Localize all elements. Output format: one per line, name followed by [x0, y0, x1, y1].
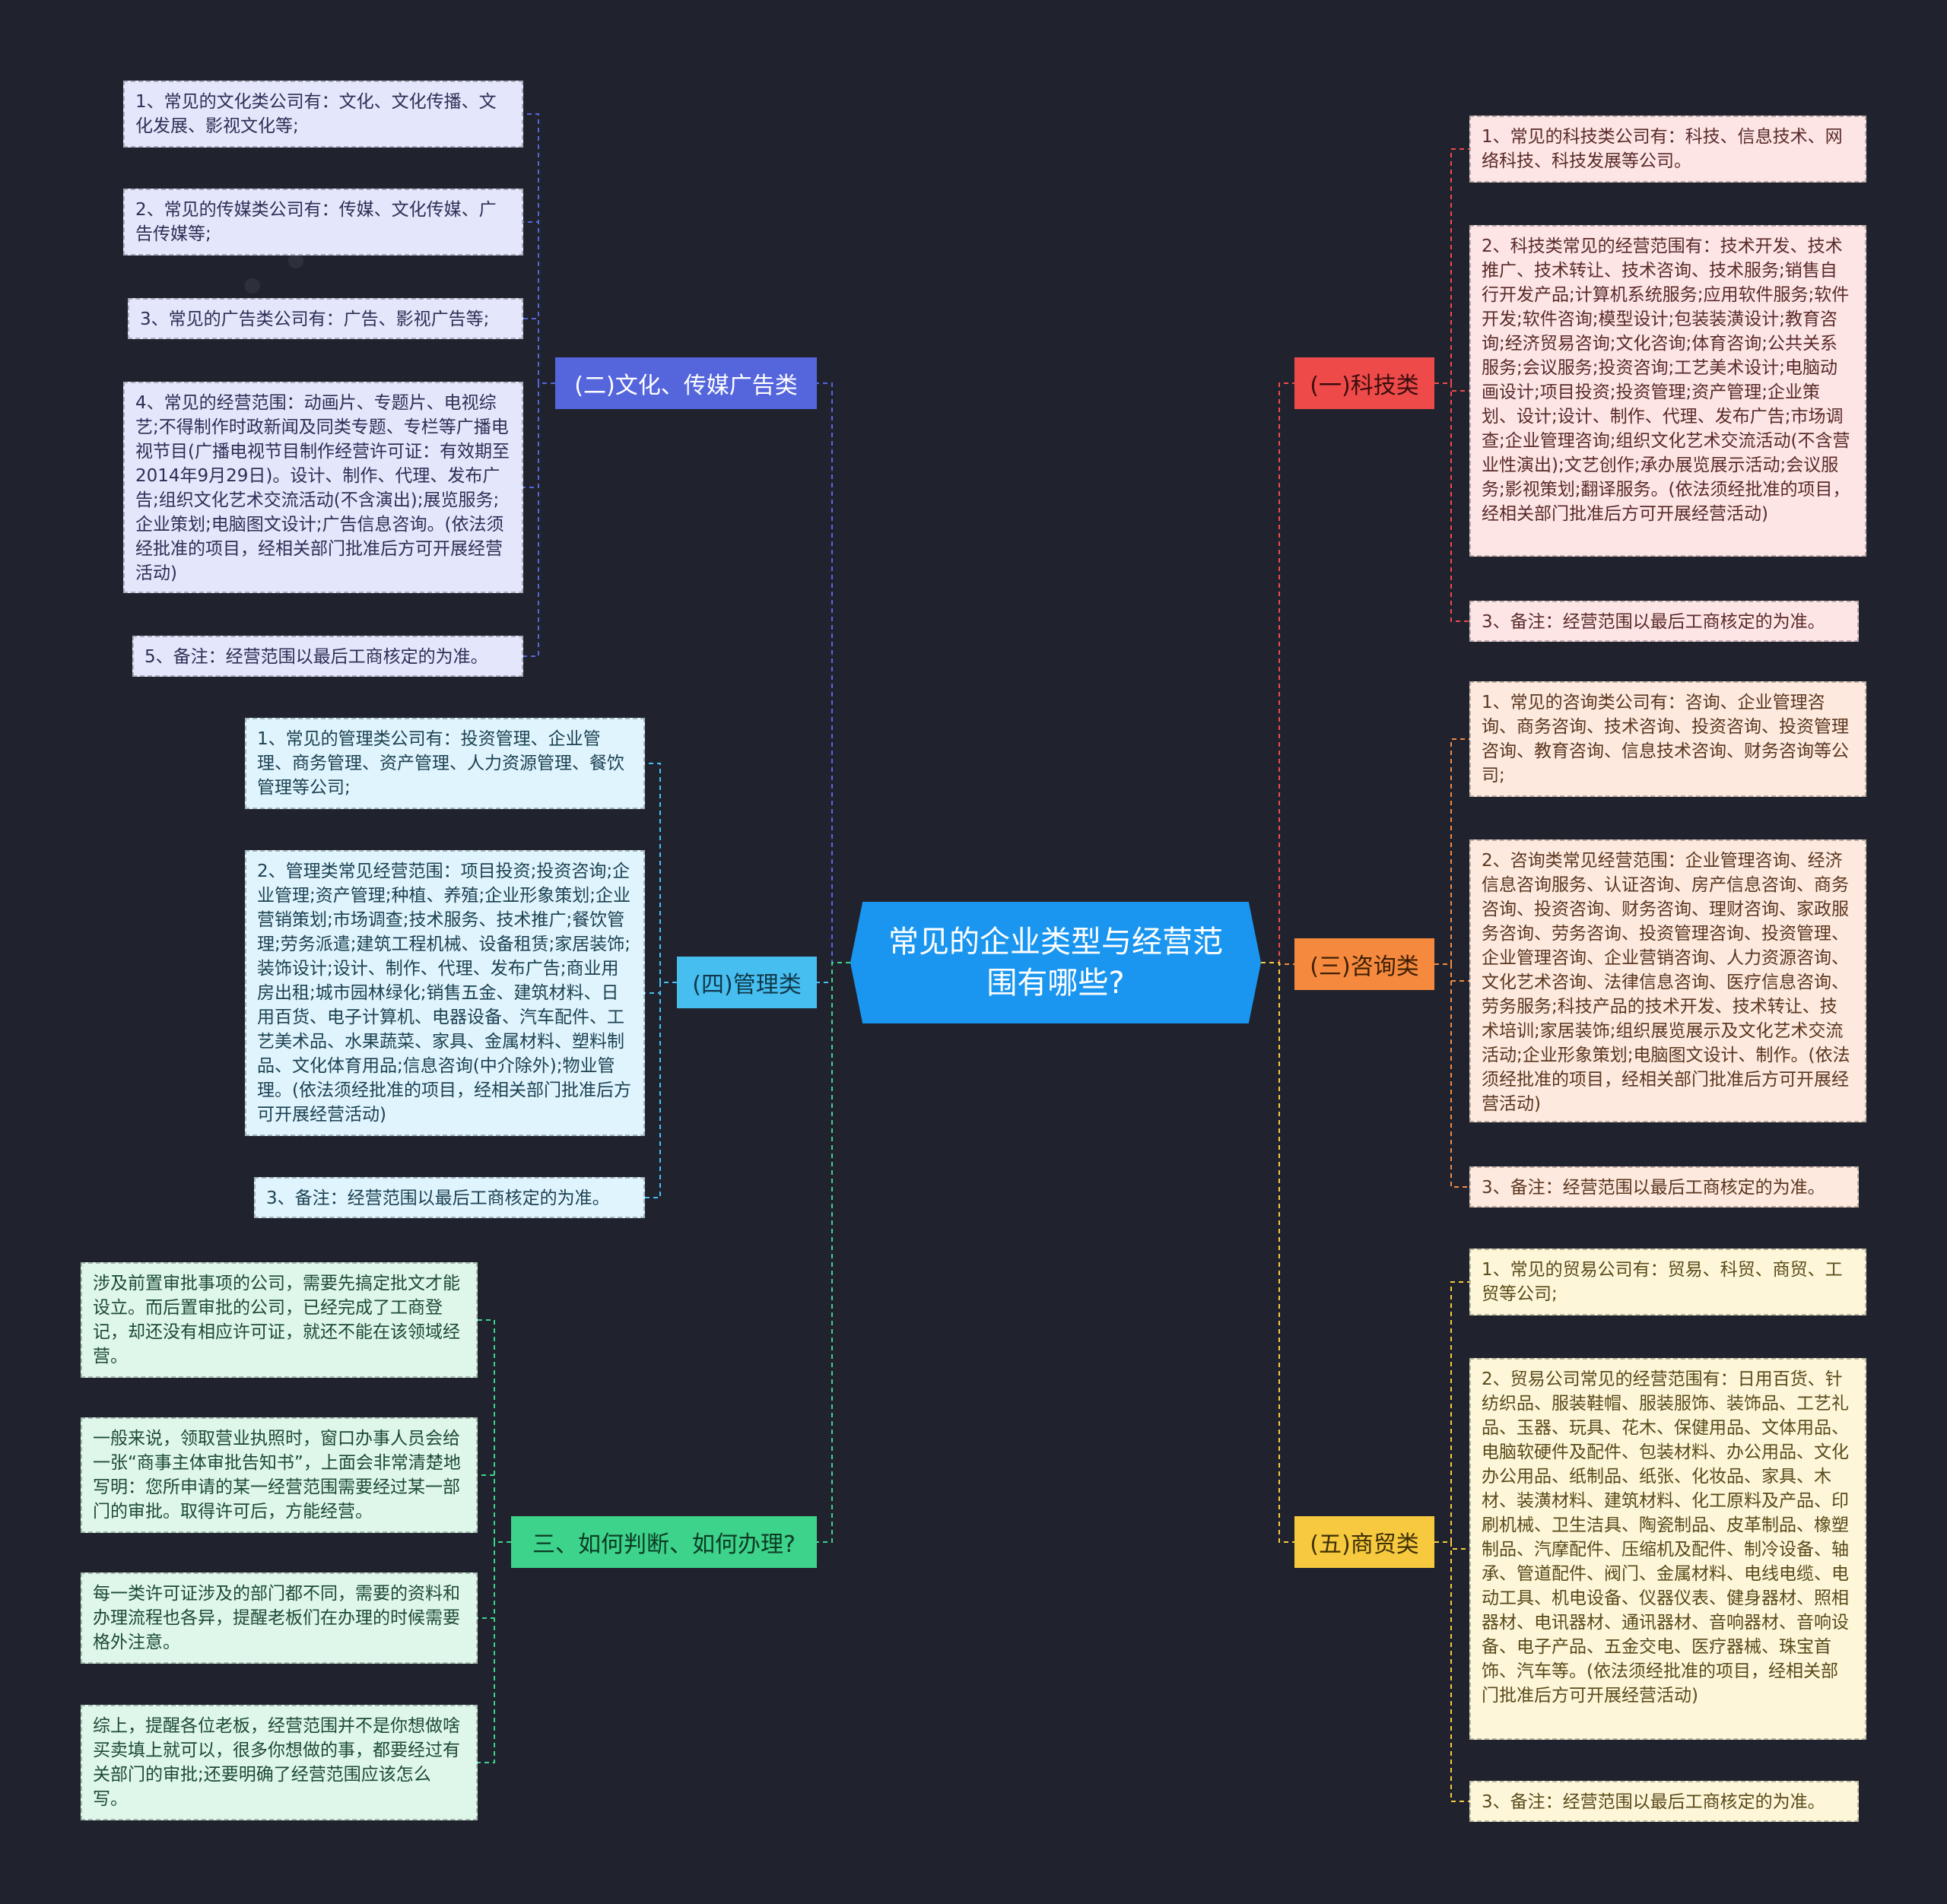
leaf-tech-2[interactable]: 2、科技类常见的经营范围有：技术开发、技术推广、技术转让、技术咨询、技术服务;销…: [1469, 225, 1866, 557]
leaf-text: 5、备注：经营范围以最后工商核定的为准。: [145, 647, 488, 667]
leaf-consult-1[interactable]: 1、常见的咨询类公司有：咨询、企业管理咨询、商务咨询、技术咨询、投资咨询、投资管…: [1469, 681, 1866, 797]
leaf-consult-3[interactable]: 3、备注：经营范围以最后工商核定的为准。: [1469, 1166, 1859, 1207]
leaf-text: 每一类许可证涉及的部门都不同，需要的资料和办理流程也各异，提醒老板们在办理的时候…: [93, 1584, 460, 1652]
branch-label: (一)科技类: [1310, 373, 1419, 399]
leaf-management-2[interactable]: 2、管理类常见经营范围：项目投资;投资咨询;企业管理;资产管理;种植、养殖;企业…: [245, 850, 645, 1136]
connector-root-branch-media: [817, 382, 850, 963]
leaf-media-1[interactable]: 1、常见的文化类公司有：文化、文化传播、文化发展、影视文化等;: [123, 81, 523, 148]
connector-leaf-media-3: [523, 318, 555, 384]
leaf-media-3[interactable]: 3、常见的广告类公司有：广告、影视广告等;: [128, 298, 523, 339]
leaf-text: 3、备注：经营范围以最后工商核定的为准。: [1482, 1792, 1825, 1812]
branch-label: (二)文化、传媒广告类: [574, 373, 798, 399]
leaf-text: 3、常见的广告类公司有：广告、影视广告等;: [140, 309, 490, 329]
leaf-text: 4、常见的经营范围：动画片、专题片、电视综艺;不得制作时政新闻及同类专题、专栏等…: [135, 393, 510, 583]
leaf-text: 1、常见的管理类公司有：投资管理、企业管理、商务管理、资产管理、人力资源管理、餐…: [257, 729, 624, 798]
leaf-judge-3[interactable]: 每一类许可证涉及的部门都不同，需要的资料和办理流程也各异，提醒老板们在办理的时候…: [81, 1572, 478, 1664]
leaf-text: 1、常见的文化类公司有：文化、文化传播、文化发展、影视文化等;: [135, 92, 497, 136]
leaf-text: 综上，提醒各位老板，经营范围并不是你想做啥买卖填上就可以，很多你想做的事，都要经…: [93, 1716, 460, 1809]
branch-trade[interactable]: (五)商贸类: [1294, 1516, 1434, 1568]
leaf-text: 3、备注：经营范围以最后工商核定的为准。: [1482, 612, 1825, 632]
leaf-management-1[interactable]: 1、常见的管理类公司有：投资管理、企业管理、商务管理、资产管理、人力资源管理、餐…: [245, 718, 645, 809]
branch-label: 三、如何判断、如何办理?: [532, 1531, 796, 1558]
connector-leaf-judge-1: [478, 1319, 511, 1543]
leaf-text: 3、备注：经营范围以最后工商核定的为准。: [1482, 1178, 1825, 1198]
connector-leaf-trade-3: [1434, 1541, 1469, 1802]
leaf-media-4[interactable]: 4、常见的经营范围：动画片、专题片、电视综艺;不得制作时政新闻及同类专题、专栏等…: [123, 382, 523, 593]
connector-leaf-tech-3: [1434, 382, 1469, 622]
root-title: 常见的企业类型与经营范围有哪些?: [888, 925, 1223, 1001]
leaf-consult-2[interactable]: 2、咨询类常见经营范围：企业管理咨询、经济信息咨询服务、认证咨询、房产信息咨询、…: [1469, 839, 1866, 1122]
connector-leaf-media-2: [523, 221, 555, 384]
leaf-trade-1[interactable]: 1、常见的贸易公司有：贸易、科贸、商贸、工贸等公司;: [1469, 1249, 1866, 1315]
leaf-media-5[interactable]: 5、备注：经营范围以最后工商核定的为准。: [132, 636, 523, 677]
connector-leaf-management-3: [645, 982, 677, 1198]
leaf-text: 1、常见的贸易公司有：贸易、科贸、商贸、工贸等公司;: [1482, 1260, 1843, 1304]
leaf-text: 1、常见的咨询类公司有：咨询、企业管理咨询、商务咨询、技术咨询、投资咨询、投资管…: [1482, 693, 1849, 785]
connector-root-branch-tech: [1261, 382, 1294, 963]
leaf-media-2[interactable]: 2、常见的传媒类公司有：传媒、文化传媒、广告传媒等;: [123, 189, 523, 255]
leaf-text: 涉及前置审批事项的公司，需要先搞定批文才能设立。而后置审批的公司，已经完成了工商…: [93, 1274, 460, 1366]
leaf-trade-2[interactable]: 2、贸易公司常见的经营范围有：日用百货、针纺织品、服装鞋帽、服装服饰、装饰品、工…: [1469, 1358, 1866, 1740]
branch-label: (三)咨询类: [1310, 954, 1419, 980]
connector-leaf-management-1: [645, 763, 677, 983]
leaf-management-3[interactable]: 3、备注：经营范围以最后工商核定的为准。: [254, 1177, 645, 1218]
branch-media[interactable]: (二)文化、传媒广告类: [555, 357, 817, 409]
branch-consult[interactable]: (三)咨询类: [1294, 938, 1434, 990]
leaf-text: 2、贸易公司常见的经营范围有：日用百货、针纺织品、服装鞋帽、服装服饰、装饰品、工…: [1482, 1369, 1849, 1706]
branch-management[interactable]: (四)管理类: [677, 957, 817, 1008]
branch-label: (四)管理类: [692, 972, 802, 998]
leaf-text: 一般来说，领取营业执照时，窗口办事人员会给一张“商事主体审批告知书”，上面会非常…: [93, 1429, 461, 1522]
leaf-trade-3[interactable]: 3、备注：经营范围以最后工商核定的为准。: [1469, 1781, 1859, 1822]
connector-leaf-consult-3: [1434, 963, 1469, 1188]
root-topic[interactable]: 常见的企业类型与经营范围有哪些?: [850, 902, 1261, 1023]
branch-label: (五)商贸类: [1310, 1531, 1419, 1558]
leaf-judge-4[interactable]: 综上，提醒各位老板，经营范围并不是你想做啥买卖填上就可以，很多你想做的事，都要经…: [81, 1705, 478, 1820]
leaf-text: 2、常见的传媒类公司有：传媒、文化传媒、广告传媒等;: [135, 200, 497, 244]
leaf-text: 2、管理类常见经营范围：项目投资;投资咨询;企业管理;资产管理;种植、养殖;企业…: [257, 862, 631, 1125]
leaf-tech-1[interactable]: 1、常见的科技类公司有：科技、信息技术、网络科技、科技发展等公司。: [1469, 116, 1866, 182]
connector-leaf-media-5: [523, 382, 555, 657]
connector-root-branch-trade: [1261, 962, 1294, 1543]
connector-root-branch-judge: [817, 962, 850, 1543]
leaf-judge-2[interactable]: 一般来说，领取营业执照时，窗口办事人员会给一张“商事主体审批告知书”，上面会非常…: [81, 1417, 478, 1533]
leaf-text: 3、备注：经营范围以最后工商核定的为准。: [266, 1188, 610, 1208]
leaf-tech-3[interactable]: 3、备注：经营范围以最后工商核定的为准。: [1469, 601, 1859, 642]
connector-leaf-judge-2: [478, 1474, 511, 1543]
connector-leaf-judge-4: [478, 1541, 511, 1763]
leaf-text: 2、科技类常见的经营范围有：技术开发、技术推广、技术转让、技术咨询、技术服务;销…: [1482, 236, 1850, 524]
connector-leaf-consult-1: [1434, 738, 1469, 965]
connector-root-branch-management: [817, 962, 850, 983]
leaf-text: 2、咨询类常见经营范围：企业管理咨询、经济信息咨询服务、认证咨询、房产信息咨询、…: [1482, 851, 1850, 1114]
branch-judge[interactable]: 三、如何判断、如何办理?: [511, 1516, 817, 1568]
connector-leaf-tech-1: [1434, 148, 1469, 384]
leaf-text: 1、常见的科技类公司有：科技、信息技术、网络科技、科技发展等公司。: [1482, 127, 1843, 171]
leaf-judge-1[interactable]: 涉及前置审批事项的公司，需要先搞定批文才能设立。而后置审批的公司，已经完成了工商…: [81, 1262, 478, 1378]
branch-tech[interactable]: (一)科技类: [1294, 357, 1434, 409]
connector-leaf-trade-1: [1434, 1281, 1469, 1543]
